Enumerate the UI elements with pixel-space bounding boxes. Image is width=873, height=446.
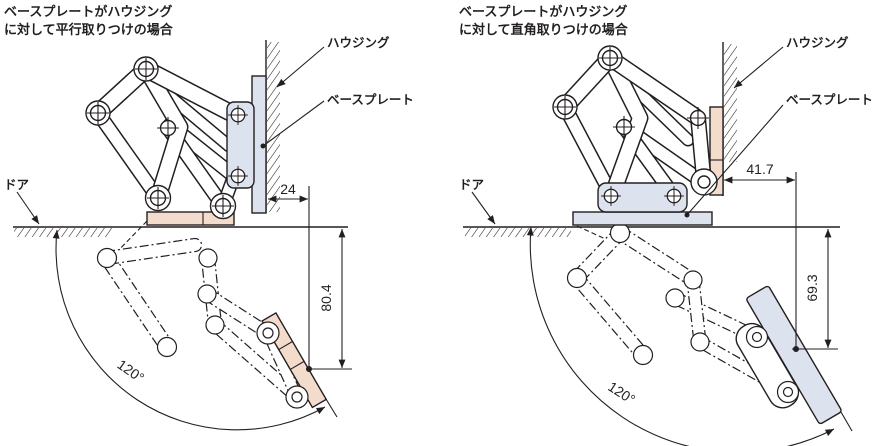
left-height-dimension: 80.4 [318, 284, 334, 311]
door-hatch [14, 228, 112, 237]
right-door-label: ドア [459, 178, 484, 192]
door-leader [16, 191, 40, 225]
baseplate-leader [686, 104, 784, 216]
right-angle-dimension: 120° [605, 378, 638, 407]
left-panel-title: ベースプレートがハウジング に対して平行取りつけの場合 [4, 3, 173, 39]
left-housing-label: ハウジング [327, 35, 390, 50]
door-leader [471, 191, 496, 225]
housing-hatch [267, 42, 280, 212]
housing-leader [276, 46, 325, 88]
left-baseplate-label: ベースプレート [327, 92, 414, 107]
left-title-line2: に対して平行取りつけの場合 [4, 22, 173, 38]
left-angle-dimension: 120° [114, 356, 147, 386]
door-plate [146, 211, 235, 226]
base-plate [572, 211, 713, 226]
left-diagram: 120° [4, 35, 414, 431]
mount-bracket [226, 101, 255, 189]
baseplate-leader [262, 100, 325, 147]
right-diagram: 120° [459, 35, 873, 446]
right-offset-dimension: 41.7 [746, 161, 773, 177]
left-title-line1: ベースプレートがハウジング [4, 4, 173, 19]
closed-mechanism [552, 45, 718, 226]
open-door-edge-line [325, 398, 338, 418]
right-title-line2: に対して直角取りつけの場合 [459, 22, 628, 38]
closed-mechanism [85, 56, 267, 226]
right-panel-title: ベースプレートがハウジング に対して直角取りつけの場合 [459, 3, 628, 39]
door-hatch [465, 228, 571, 237]
mount-bracket [597, 182, 688, 213]
left-door-label: ドア [4, 178, 29, 192]
open-mechanism [96, 220, 338, 418]
housing-hatch [724, 44, 737, 162]
swing-arc [52, 229, 326, 431]
housing-leader [733, 46, 784, 89]
right-title-line1: ベースプレートがハウジング [459, 4, 628, 19]
right-housing-label: ハウジング [786, 35, 849, 50]
swing-arc [526, 226, 835, 446]
left-offset-dimension: 24 [280, 181, 296, 197]
right-baseplate-label: ベースプレート [786, 92, 873, 107]
right-height-dimension: 69.3 [804, 274, 820, 301]
open-door-edge-line [840, 411, 853, 432]
open-mechanism [566, 222, 853, 432]
